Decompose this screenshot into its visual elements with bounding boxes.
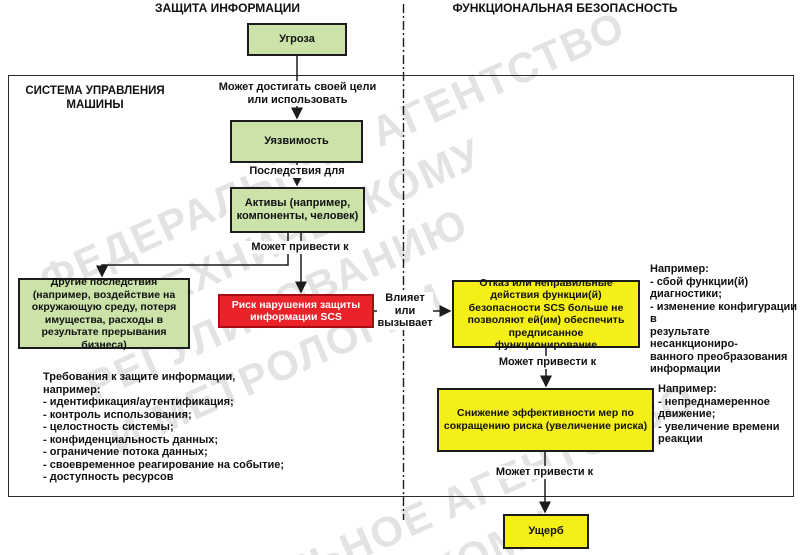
node-vulnerability: Уязвимость — [230, 120, 363, 163]
machine-control-system-frame — [8, 75, 794, 497]
node-risk-increase: Снижение эффективности мер по сокращению… — [437, 388, 654, 452]
node-assets: Активы (например, компоненты, человек) — [230, 187, 365, 233]
edge-label-may-lead-to-3: Может привести к — [492, 466, 597, 479]
node-damage: Ущерб — [503, 514, 589, 549]
node-safety-function-failure: Отказ или неправильные действия функции(… — [452, 277, 640, 351]
node-other-consequences: Другие последствия (например, воздействи… — [18, 276, 190, 351]
edge-label-influences-or-causes: Влияет или вызывает — [377, 292, 433, 330]
column-header-information-security: ЗАЩИТА ИНФОРМАЦИИ — [154, 1, 300, 15]
edge-label-may-lead-to-1: Может привести к — [244, 241, 356, 254]
edge-label-can-reach-goal: Может достигать своей цели или использов… — [210, 81, 385, 106]
node-threat: Угроза — [247, 23, 347, 56]
arrow-assets-to-other-consequences — [96, 233, 289, 278]
column-header-functional-safety: ФУНКЦИОНАЛЬНАЯ БЕЗОПАСНОСТЬ — [452, 1, 678, 15]
edge-label-may-lead-to-2: Может привести к — [495, 356, 600, 369]
note-security-requirements: Требования к защите информации, например… — [43, 371, 285, 483]
edge-label-consequences-for: Последствия для — [247, 165, 347, 178]
machine-control-system-label: СИСТЕМА УПРАВЛЕНИЯ МАШИНЫ — [25, 85, 165, 111]
node-information-security-risk: Риск нарушения защиты информации SCS — [218, 294, 374, 328]
note-example-failure: Например: - сбой функции(й) диагностики;… — [650, 263, 798, 375]
note-example-risk-increase: Например: - непреднамеренное движение; -… — [658, 383, 780, 445]
